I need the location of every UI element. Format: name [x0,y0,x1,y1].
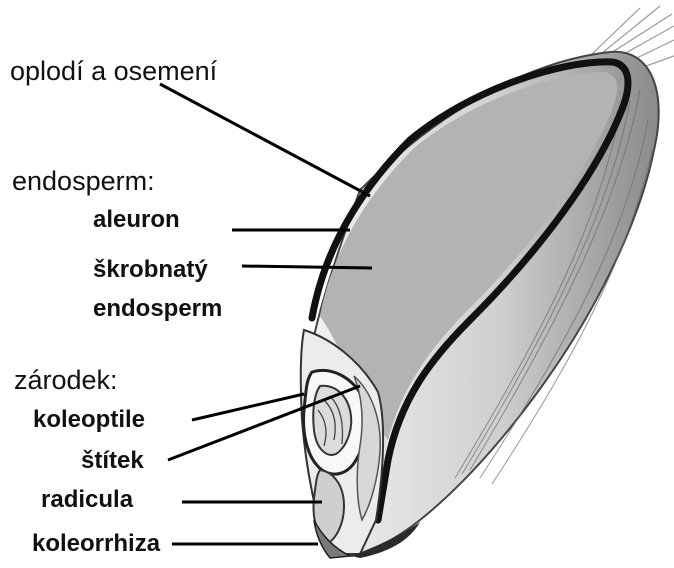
label-pericarp: oplodí a osemení [10,58,217,85]
label-endosperm-heading: endosperm: [12,168,155,195]
label-starchy-line1: škrobnatý [93,258,208,282]
label-radicle: radicula [41,488,133,512]
leader-starchy [242,266,372,268]
label-starchy-line2: endosperm [93,297,222,321]
leader-coleoptile [192,394,304,420]
label-aleurone: aleuron [93,208,180,232]
label-coleorhiza: koleorrhiza [32,532,160,556]
label-coleoptile: koleoptile [33,408,145,432]
label-embryo-heading: zárodek: [14,367,118,394]
leader-pericarp [160,84,370,196]
label-scutellum: štítek [81,449,144,473]
